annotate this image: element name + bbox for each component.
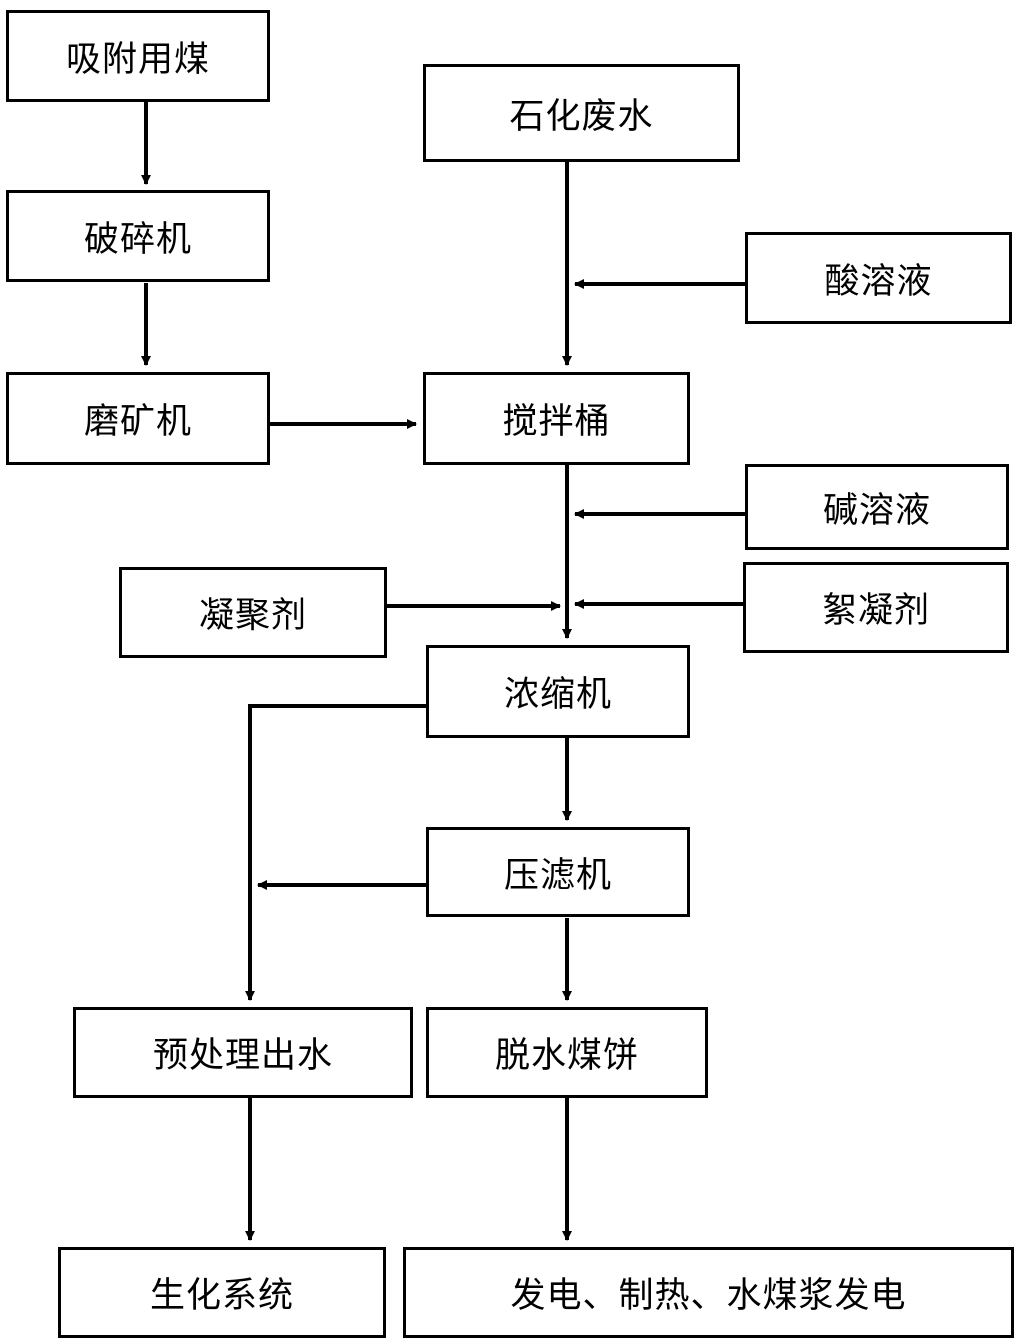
node-pretreated-effluent: 预处理出水 [73, 1007, 413, 1098]
node-filter-press: 压滤机 [426, 827, 690, 917]
node-thickener: 浓缩机 [426, 645, 690, 738]
node-label: 搅拌桶 [502, 402, 611, 442]
node-label: 破碎机 [83, 219, 192, 260]
node-alkali-solution: 碱溶液 [745, 464, 1009, 550]
node-label: 脱水煤饼 [494, 1036, 639, 1076]
node-label: 发电、制热、水煤浆发电 [510, 1276, 907, 1316]
node-dewatered-coal-cake: 脱水煤饼 [426, 1007, 708, 1098]
node-label: 石化废水 [509, 96, 654, 137]
node-label: 生化系统 [149, 1276, 294, 1316]
node-label: 凝聚剂 [198, 596, 307, 636]
node-grinder: 磨矿机 [6, 372, 270, 465]
node-flocculant: 絮凝剂 [743, 562, 1009, 653]
node-biochemical-system: 生化系统 [58, 1247, 386, 1338]
node-acid-solution: 酸溶液 [745, 232, 1012, 324]
node-adsorption-coal: 吸附用煤 [6, 10, 270, 102]
node-label: 压滤机 [503, 855, 612, 896]
node-label: 吸附用煤 [65, 39, 210, 80]
node-coagulant: 凝聚剂 [119, 567, 387, 658]
node-label: 酸溶液 [824, 261, 933, 302]
node-mixing-tank: 搅拌桶 [423, 372, 690, 465]
node-label: 磨矿机 [83, 402, 192, 442]
node-label: 浓缩机 [503, 675, 612, 715]
node-power-heat-slurry: 发电、制热、水煤浆发电 [403, 1247, 1014, 1338]
node-label: 絮凝剂 [821, 591, 930, 631]
node-petrochemical-wastewater: 石化废水 [423, 64, 740, 162]
arrow-thickener-overflow [245, 704, 426, 1001]
node-label: 碱溶液 [822, 490, 931, 531]
node-label: 预处理出水 [152, 1036, 333, 1076]
node-crusher: 破碎机 [6, 190, 270, 282]
